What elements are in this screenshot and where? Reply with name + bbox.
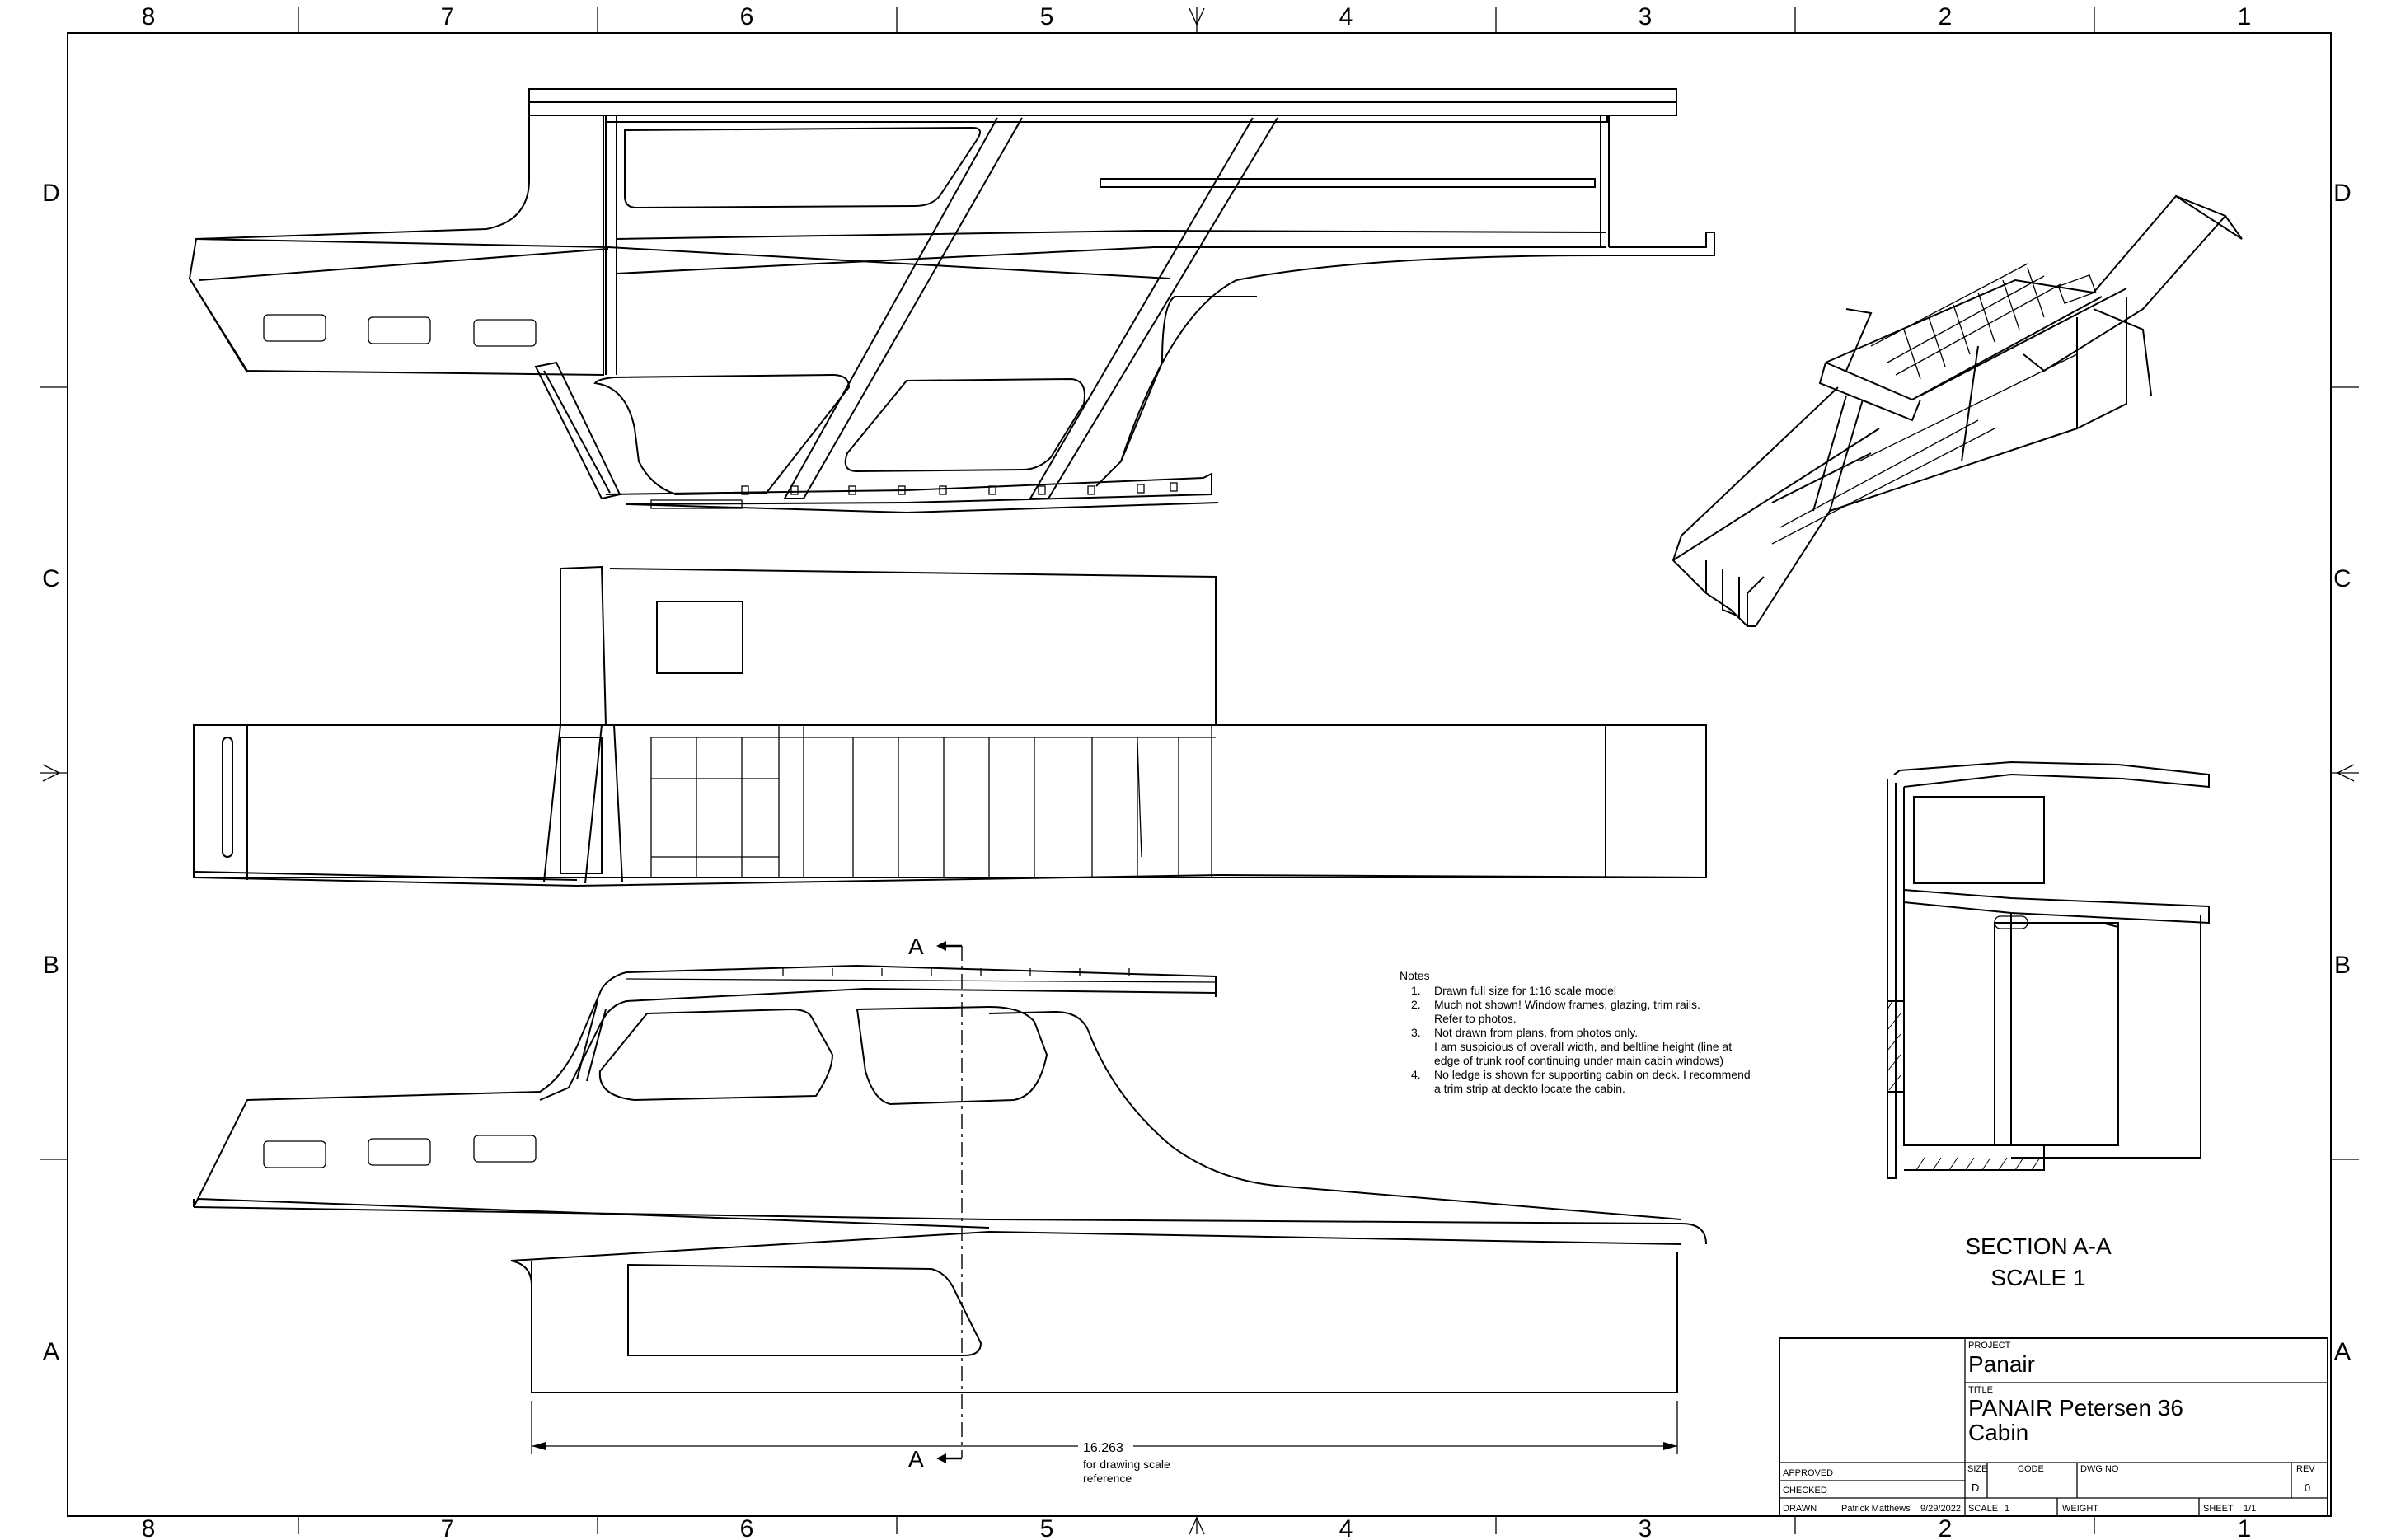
zone-col-bottom-2: 6: [740, 1515, 754, 1540]
zone-col-bottom-0: 8: [142, 1515, 156, 1540]
zone-col-top-3: 5: [1040, 3, 1054, 30]
checked-label: CHECKED: [1783, 1486, 1827, 1496]
project-value: Panair: [1968, 1351, 2035, 1377]
note-3-line-3: edge of trunk roof continuing under main…: [1434, 1054, 1723, 1067]
project-label: PROJECT: [1968, 1341, 2011, 1350]
zone-col-top-7: 1: [2238, 3, 2252, 30]
dimension-note-line1: for drawing scale: [1083, 1458, 1170, 1471]
rev-value: 0: [2305, 1481, 2310, 1494]
note-3-line-2: I am suspicious of overall width, and be…: [1434, 1040, 1732, 1053]
zone-row-right-1: C: [2333, 565, 2352, 592]
drawn-by: Patrick Matthews: [1841, 1504, 1911, 1514]
isometric-view: [1672, 194, 2243, 627]
weight-label: WEIGHT: [2062, 1504, 2098, 1514]
section-aa-view: SECTION A-A SCALE 1: [1887, 761, 2210, 1290]
zone-col-bottom-4: 4: [1339, 1515, 1353, 1540]
code-label: CODE: [2018, 1464, 2044, 1474]
zone-col-top-1: 7: [441, 3, 455, 30]
dwg-label: DWG NO: [2080, 1464, 2119, 1474]
scale-value: 1: [2005, 1504, 2009, 1514]
zone-col-top-5: 3: [1639, 3, 1653, 30]
sheet-label: SHEET: [2203, 1504, 2234, 1514]
zone-col-bottom-5: 3: [1639, 1515, 1653, 1540]
zone-col-bottom-7: 1: [2238, 1515, 2252, 1540]
zone-col-bottom-6: 2: [1939, 1515, 1953, 1540]
notes-block: Notes 1. Drawn full size for 1:16 scale …: [1400, 969, 1751, 1095]
zone-row-left-3: A: [43, 1338, 59, 1365]
zone-col-top-6: 2: [1939, 3, 1953, 30]
approved-label: APPROVED: [1783, 1468, 1833, 1478]
note-4-num: 4.: [1411, 1068, 1421, 1081]
zone-col-bottom-3: 5: [1040, 1515, 1054, 1540]
zone-col-top-2: 6: [740, 3, 754, 30]
zone-col-bottom-1: 7: [441, 1515, 455, 1540]
note-2-line-2: Refer to photos.: [1434, 1012, 1517, 1025]
exterior-side-view: A A: [193, 934, 1707, 1472]
zone-row-right-2: B: [2334, 952, 2351, 979]
note-4-line-2: a trim strip at deckto locate the cabin.: [1434, 1082, 1625, 1095]
size-value: D: [1972, 1481, 1979, 1494]
zone-row-left-1: C: [42, 565, 60, 592]
title-line-1: PANAIR Petersen 36: [1968, 1395, 2183, 1421]
note-2-num: 2.: [1411, 998, 1421, 1011]
note-1-line-1: Drawn full size for 1:16 scale model: [1434, 984, 1616, 997]
sheet-border: [67, 32, 2332, 1517]
drawn-date: 9/29/2022: [1920, 1504, 1961, 1514]
zone-row-left-0: D: [42, 180, 60, 207]
zone-row-right-0: D: [2333, 180, 2352, 207]
scale-label: SCALE: [1968, 1504, 1998, 1514]
size-label: SIZE: [1967, 1464, 1987, 1474]
section-marker-top: A: [908, 934, 924, 959]
notes-heading: Notes: [1400, 969, 1430, 982]
title-line-2: Cabin: [1968, 1420, 2028, 1445]
note-2-line-1: Much not shown! Window frames, glazing, …: [1434, 998, 1700, 1011]
note-3-num: 3.: [1411, 1026, 1421, 1039]
interior-side-view: [188, 88, 1715, 514]
zone-labels: 8 7 6 5 4 3 2 1 8 7 6 5 4 3 2 1 D C B A …: [42, 3, 2352, 1540]
dimension-note-line2: reference: [1083, 1472, 1132, 1485]
zone-col-top-4: 4: [1339, 3, 1353, 30]
note-4-line-1: No ledge is shown for supporting cabin o…: [1434, 1068, 1751, 1081]
title-block: PROJECT Panair TITLE PANAIR Petersen 36 …: [1779, 1337, 2328, 1517]
note-1-num: 1.: [1411, 984, 1421, 997]
note-3-line-1: Not drawn from plans, from photos only.: [1434, 1026, 1638, 1039]
zone-row-right-3: A: [2334, 1338, 2351, 1365]
section-marker-bottom: A: [908, 1446, 924, 1472]
rev-label: REV: [2296, 1464, 2315, 1474]
overall-length-dimension: 16.263 for drawing scale reference: [531, 1401, 1678, 1485]
section-scale: SCALE 1: [1990, 1265, 2085, 1290]
sheet-value: 1/1: [2244, 1504, 2256, 1514]
top-plan-view: [193, 565, 1707, 887]
drawn-label: DRAWN: [1783, 1504, 1817, 1514]
zone-ticks: [40, 7, 2359, 1535]
dimension-value: 16.263: [1083, 1441, 1123, 1455]
zone-row-left-2: B: [43, 952, 59, 979]
zone-col-top-0: 8: [142, 3, 156, 30]
section-title: SECTION A-A: [1965, 1233, 2112, 1259]
title-label: TITLE: [1968, 1385, 1993, 1395]
